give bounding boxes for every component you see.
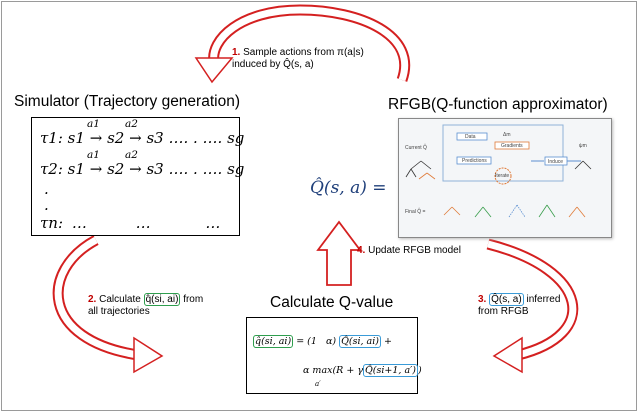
step4-number: 4. [357, 245, 366, 256]
step2-note: 2. Calculate q̂(si, ai) from all traject… [88, 293, 204, 318]
mini-label-iterate: Iterate [495, 173, 510, 179]
arrow-left-head [133, 336, 164, 374]
arrow-top-head [194, 57, 234, 84]
step1-line1: Sample actions from π(a|s) [243, 47, 364, 58]
trajectory-row-1: τ1: s1 → s2 → s3 …. . …. sg [40, 129, 245, 147]
step2-number: 2. [88, 294, 97, 305]
step2-line1-pre: Calculate [99, 294, 141, 305]
rfgb-figure: Current Q̂ Data Gradients Predictions Δm… [398, 118, 612, 238]
trajectory-box: τ1: s1 → s2 → s3 …. . …. sg a1 a2 τ2: s1… [31, 117, 244, 236]
step3-line2: from RFGB [478, 306, 529, 317]
mini-label-data: Data [465, 134, 476, 140]
step3-highlight: Q̂(s, a) [489, 293, 524, 306]
step1-number: 1. [232, 47, 241, 58]
trajectory-row-2-action-2: a2 [125, 149, 138, 161]
eq-alpha: α) [325, 336, 337, 347]
rfgb-title: RFGB(Q-function approximator) [388, 96, 608, 113]
eq-q: Q̂(si, ai) [339, 335, 381, 348]
trajectory-row-1-action-1: a1 [87, 118, 100, 130]
eq-q2: Q̂(si+1, a′) [363, 364, 418, 377]
q-value-equation-box: q̂(si, ai) = (1 α) Q̂(si, ai) + α max(R … [246, 317, 422, 394]
mini-label-delta: Δm [503, 132, 511, 138]
trajectory-row-2: τ2: s1 → s2 → s3 …. . …. sg [40, 160, 245, 178]
mini-label-psi: ψm [579, 143, 587, 149]
eq-plus: + [384, 336, 392, 347]
eq-close: ) [418, 365, 422, 376]
eq-lhs: q̂(si, ai) [253, 335, 294, 348]
mini-label-final: Final Q̂ = [405, 209, 426, 215]
step4-text: Update RFGB model [368, 245, 461, 256]
trajectory-row-1-action-2: a2 [125, 118, 138, 130]
step4-note: 4. Update RFGB model [357, 245, 461, 257]
rfgb-mini-diagram [405, 124, 592, 218]
q-function-label: Q̂(s, a) = [310, 178, 387, 198]
trajectory-row-n: τn: … … … [40, 214, 221, 232]
eq-max-subscript: a′ [315, 380, 321, 388]
step3-line1-post: inferred [526, 294, 561, 305]
eq-max: α max(R + γ [303, 365, 364, 376]
step3-number: 3. [478, 294, 487, 305]
step1-line2: induced by Q̂(s, a) [232, 59, 314, 70]
step2-highlight: q̂(si, ai) [143, 293, 181, 306]
step3-note: 3. Q̂(s, a) inferred from RFGB [478, 293, 561, 318]
mini-label-induce: Induce [548, 159, 564, 165]
trajectory-row-2-action-1: a1 [87, 149, 100, 161]
mini-label-predictions: Predictions [462, 158, 487, 164]
step1-note: 1. Sample actions from π(a|s) induced by… [232, 47, 364, 71]
calc-title: Calculate Q-value [270, 294, 394, 311]
eq-equals: = (1 [296, 336, 317, 347]
trajectory-dot-2: . [44, 196, 49, 214]
simulator-title: Simulator (Trajectory generation) [14, 93, 240, 110]
arrow-right-head [492, 336, 523, 374]
trajectory-dot-1: . [44, 180, 49, 198]
equation-line-1: q̂(si, ai) = (1 α) Q̂(si, ai) + [253, 335, 392, 348]
step2-line1-post: from [183, 294, 204, 305]
step2-line2: all trajectories [88, 306, 150, 317]
mini-label-gradients: Gradients [501, 143, 523, 149]
arrow-up [316, 220, 362, 286]
mini-label-current: Current Q̂ [405, 145, 427, 151]
